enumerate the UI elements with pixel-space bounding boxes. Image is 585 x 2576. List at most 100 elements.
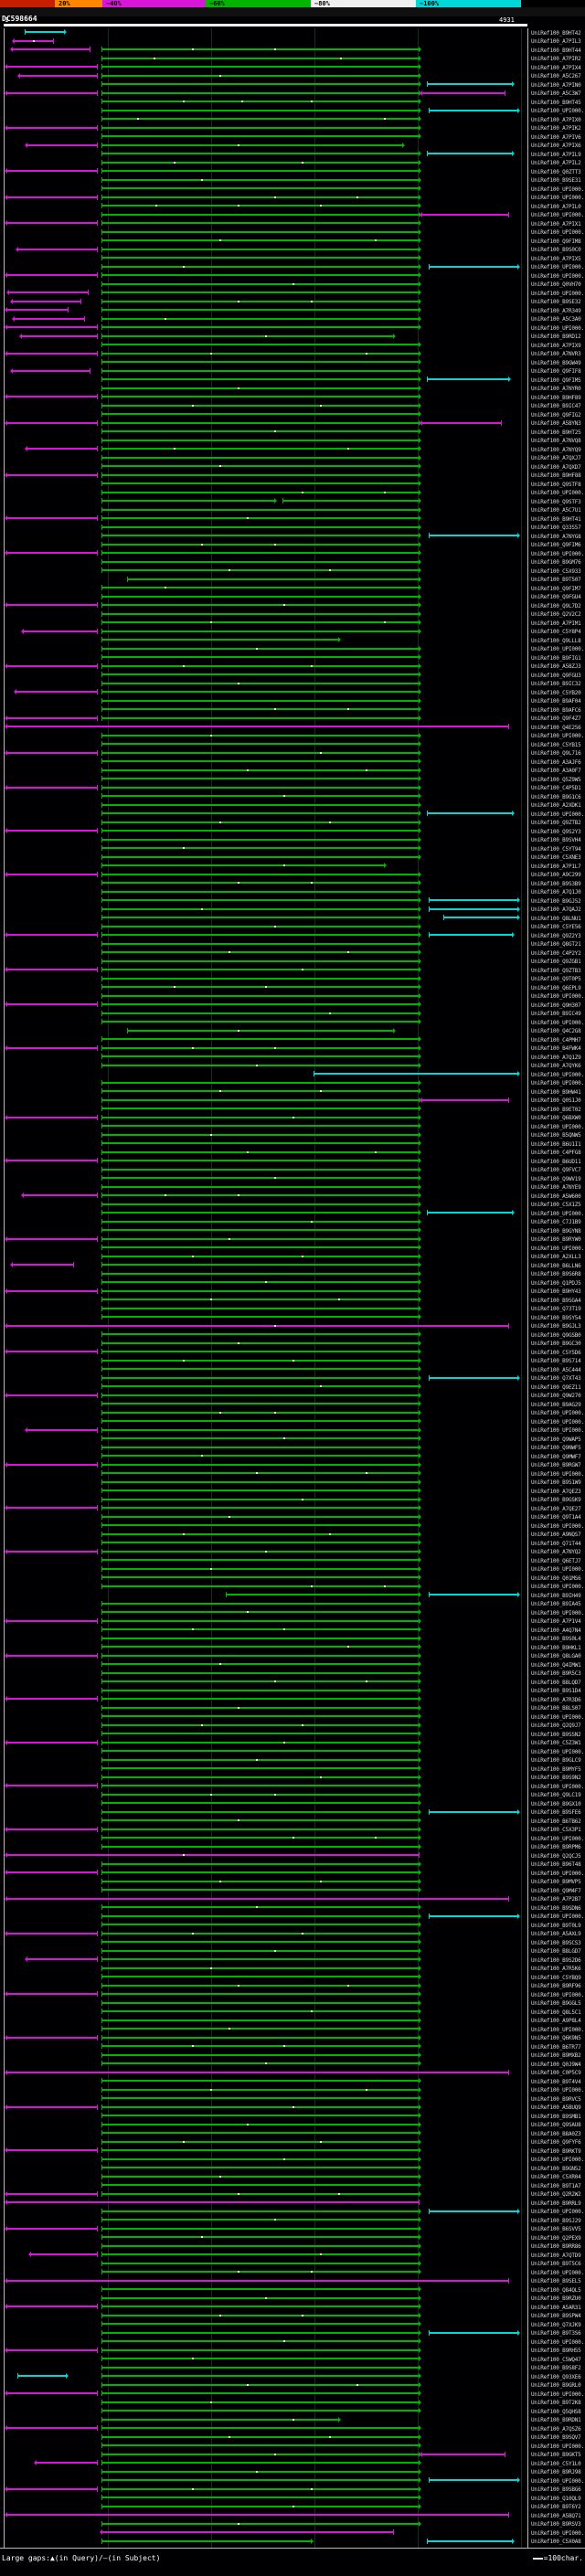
alignment-bar[interactable] — [101, 2190, 421, 2197]
alignment-row[interactable]: UniRef100_B9IH49 — [0, 1591, 585, 1600]
hit-accession-label[interactable]: UniRef100_B9S3B9 — [531, 880, 581, 887]
alignment-bar[interactable] — [101, 2260, 421, 2266]
alignment-bar[interactable] — [101, 419, 421, 426]
alignment-bar[interactable] — [101, 2130, 421, 2136]
alignment-row[interactable]: UniRef100_B9MYF5 — [0, 1765, 585, 1774]
alignment-bar[interactable] — [101, 2034, 421, 2041]
alignment-bar[interactable] — [101, 1245, 421, 1250]
alignment-bar[interactable] — [101, 1401, 421, 1406]
alignment-bar[interactable] — [5, 1461, 98, 1468]
alignment-row[interactable]: UniRef100_Q1PDJ5 — [0, 1278, 585, 1288]
hit-accession-label[interactable]: UniRef100_B9HF88 — [531, 472, 581, 479]
alignment-bar[interactable] — [5, 2034, 98, 2041]
alignment-bar[interactable] — [101, 1783, 421, 1788]
alignment-row[interactable]: UniRef100_UPI000... — [0, 1782, 585, 1791]
alignment-bar[interactable] — [6, 290, 89, 295]
alignment-bar[interactable] — [101, 1887, 421, 1892]
hit-accession-label[interactable]: UniRef100_UPI000... — [531, 1470, 585, 1478]
alignment-bar[interactable] — [101, 1661, 421, 1667]
alignment-bar[interactable] — [101, 1808, 421, 1815]
alignment-row[interactable]: UniRef100_B9RKT9 — [0, 2147, 585, 2156]
alignment-bar[interactable] — [101, 758, 421, 764]
hit-accession-label[interactable]: UniRef100_UPI000... — [531, 1566, 585, 1573]
alignment-bar[interactable] — [101, 992, 421, 999]
alignment-row[interactable]: UniRef100_UPI000... — [0, 194, 585, 203]
hit-accession-label[interactable]: UniRef100_B9R5C3 — [531, 1670, 581, 1677]
alignment-row[interactable]: UniRef100_Q0VH70 — [0, 281, 585, 290]
alignment-bar[interactable] — [101, 749, 421, 756]
alignment-row[interactable]: UniRef100_Q9FIF8 — [0, 367, 585, 376]
alignment-bar[interactable] — [101, 1349, 421, 1354]
hit-accession-label[interactable]: UniRef100_B9RR86 — [531, 2243, 581, 2250]
alignment-row[interactable]: UniRef100_A7R349 — [0, 306, 585, 315]
hit-accession-label[interactable]: UniRef100_B9GM76 — [531, 559, 581, 566]
alignment-bar[interactable] — [101, 1418, 421, 1424]
alignment-row[interactable]: UniRef100_UPI000... — [0, 2208, 585, 2217]
alignment-row[interactable]: UniRef100_A7PIX0 — [0, 115, 585, 124]
alignment-bar[interactable] — [101, 1210, 421, 1215]
hit-accession-label[interactable]: UniRef100_UPI000... — [531, 2477, 585, 2485]
alignment-row[interactable]: UniRef100_B9GSK9 — [0, 1496, 585, 1505]
alignment-bar[interactable] — [101, 1965, 421, 1971]
hit-accession-label[interactable]: UniRef100_B9AFC6 — [531, 706, 581, 714]
hit-accession-label[interactable]: UniRef100_A7P1V4 — [531, 1618, 581, 1625]
hit-accession-label[interactable]: UniRef100_UPI000... — [531, 1870, 585, 1877]
alignment-row[interactable]: UniRef100_A7PIX9 — [0, 341, 585, 350]
alignment-bar[interactable] — [101, 853, 421, 860]
hit-accession-label[interactable]: UniRef100_UPI000... — [531, 2390, 585, 2398]
alignment-bar[interactable] — [5, 1288, 98, 1294]
hit-accession-label[interactable]: UniRef100_A7NYQ2 — [531, 1549, 581, 1555]
hit-accession-label[interactable]: UniRef100_B9SQV7 — [531, 2434, 581, 2441]
hit-accession-label[interactable]: UniRef100_Q9T1A4 — [531, 1514, 581, 1521]
alignment-row[interactable]: UniRef100_B6U1I1 — [0, 1140, 585, 1149]
hit-accession-label[interactable]: UniRef100_A7PIN0 — [531, 81, 581, 89]
hit-accession-label[interactable]: UniRef100_B9S2D6 — [531, 1956, 581, 1964]
alignment-row[interactable]: UniRef100_A5BYN3 — [0, 419, 585, 429]
hit-accession-label[interactable]: UniRef100_C5X0A8 — [531, 2539, 581, 2545]
alignment-bar[interactable] — [5, 828, 98, 833]
alignment-bar[interactable] — [101, 64, 421, 69]
alignment-row[interactable]: UniRef100_Q9EZ11 — [0, 1383, 585, 1392]
alignment-bar[interactable] — [101, 2468, 421, 2475]
hit-accession-label[interactable]: UniRef100_Q9FVC7 — [531, 1167, 581, 1173]
alignment-bar[interactable] — [101, 385, 421, 391]
alignment-row[interactable]: UniRef100_Q9FYF6 — [0, 2138, 585, 2147]
hit-accession-label[interactable]: UniRef100_B9SVH4 — [531, 837, 581, 843]
hit-accession-label[interactable]: UniRef100_A3A0F7 — [531, 768, 581, 774]
alignment-bar[interactable] — [101, 1227, 421, 1233]
alignment-row[interactable]: UniRef100_Q6ETJ7 — [0, 1556, 585, 1565]
hit-accession-label[interactable]: UniRef100_UPI000... — [531, 2026, 585, 2033]
alignment-bar[interactable] — [21, 1193, 98, 1198]
hit-accession-label[interactable]: UniRef100_B9RVC5 — [531, 2095, 581, 2103]
alignment-bar[interactable] — [101, 2217, 421, 2222]
alignment-bar[interactable] — [101, 290, 421, 295]
alignment-row[interactable]: UniRef100_UPI000... — [0, 810, 585, 819]
alignment-bar[interactable] — [101, 2269, 421, 2274]
alignment-bar[interactable] — [101, 72, 421, 79]
alignment-bar[interactable] — [5, 1617, 98, 1624]
alignment-bar[interactable] — [101, 1088, 421, 1094]
hit-accession-label[interactable]: UniRef100_A5BUQ9 — [531, 2104, 581, 2111]
alignment-bar[interactable] — [101, 593, 421, 599]
alignment-bar[interactable] — [101, 932, 421, 938]
hit-accession-label[interactable]: UniRef100_B9S0L4 — [531, 1636, 581, 1642]
alignment-bar[interactable] — [5, 419, 98, 426]
hit-accession-label[interactable]: UniRef100_UPI000... — [531, 1835, 585, 1842]
alignment-bar[interactable] — [101, 533, 421, 538]
alignment-row[interactable]: UniRef100_Q6EPL9 — [0, 983, 585, 992]
alignment-bar[interactable] — [101, 1696, 421, 1701]
alignment-row[interactable]: UniRef100_Q5QHS8 — [0, 2407, 585, 2416]
hit-accession-label[interactable]: UniRef100_Q01MS6 — [531, 1574, 581, 1582]
alignment-bar[interactable] — [101, 446, 421, 451]
hit-accession-label[interactable]: UniRef100_B9T0L9 — [531, 1922, 581, 1929]
alignment-row[interactable]: UniRef100_A9C299 — [0, 871, 585, 880]
alignment-row[interactable]: UniRef100_Q9LC19 — [0, 1791, 585, 1800]
alignment-bar[interactable] — [5, 1235, 98, 1242]
alignment-row[interactable]: UniRef100_UPI000... — [0, 2528, 585, 2538]
alignment-bar[interactable] — [101, 524, 421, 530]
hit-accession-label[interactable]: UniRef100_Q9STF8 — [531, 481, 581, 488]
alignment-row[interactable]: UniRef100_Q8GT21 — [0, 940, 585, 949]
hit-accession-label[interactable]: UniRef100_A7PIX5 — [531, 255, 581, 262]
alignment-bar[interactable] — [101, 1079, 421, 1086]
alignment-bar[interactable] — [101, 1314, 421, 1320]
